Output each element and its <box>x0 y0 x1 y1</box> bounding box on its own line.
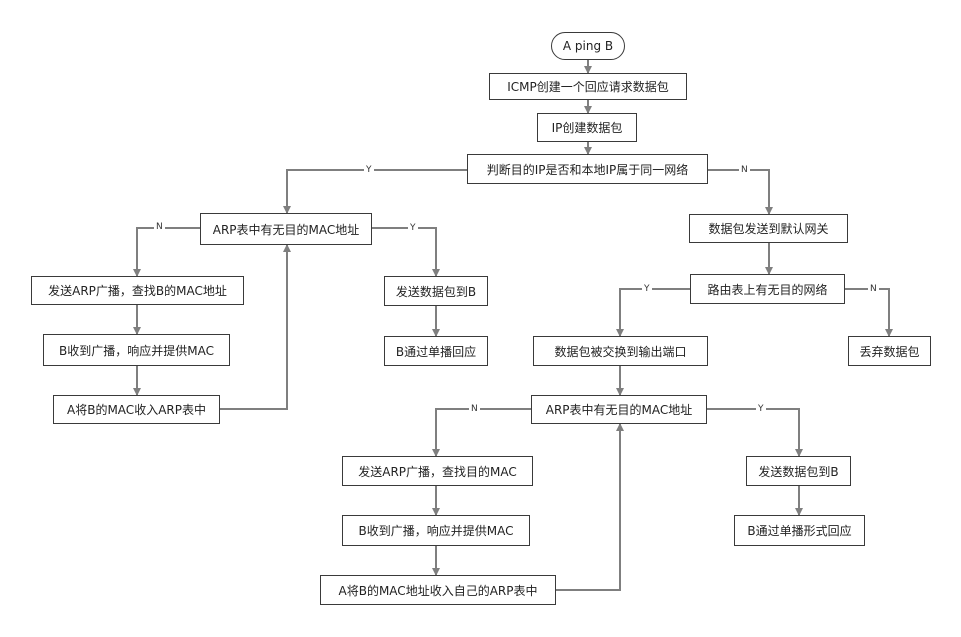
b-reply-left-node: B通过单播回应 <box>384 336 488 366</box>
edge-label-judge-yes: Y <box>364 165 374 175</box>
edge-arpright-sendpkt <box>707 408 803 457</box>
edge-label-route-no: N <box>868 284 879 294</box>
edge-label-route-yes: Y <box>642 284 652 294</box>
edge-arpright-sendarp <box>432 408 531 457</box>
switch-node: 数据包被交换到输出端口 <box>533 336 708 366</box>
judge-node: 判断目的IP是否和本地IP属于同一网络 <box>467 154 708 184</box>
send-pkt-right-node: 发送数据包到B <box>746 456 851 486</box>
a-add-left-node: A将B的MAC收入ARP表中 <box>53 395 220 424</box>
b-recv-right-node: B收到广播，响应并提供MAC <box>342 515 530 546</box>
edge-label-arpleft-no: N <box>154 222 165 232</box>
arp-right-node: ARP表中有无目的MAC地址 <box>531 395 707 424</box>
send-arp-left-node: 发送ARP广播，查找B的MAC地址 <box>31 276 244 305</box>
drop-node: 丢弃数据包 <box>848 336 931 366</box>
icmp-node: ICMP创建一个回应请求数据包 <box>489 73 687 100</box>
route-node: 路由表上有无目的网络 <box>690 274 845 304</box>
ip-node: IP创建数据包 <box>537 113 637 142</box>
arp-left-node: ARP表中有无目的MAC地址 <box>200 213 372 245</box>
start-node: A ping B <box>551 32 625 60</box>
edge-route-drop <box>845 288 893 337</box>
edge-aaddright-arpright <box>556 423 624 591</box>
a-add-right-node: A将B的MAC地址收入自己的ARP表中 <box>320 575 556 605</box>
edge-arpleft-sendpkt <box>372 227 440 277</box>
edge-judge-gateway <box>708 169 773 215</box>
send-pkt-left-node: 发送数据包到B <box>384 276 488 306</box>
send-arp-right-node: 发送ARP广播，查找目的MAC <box>342 456 533 486</box>
gateway-node: 数据包发送到默认网关 <box>689 214 848 243</box>
edge-label-judge-no: N <box>739 165 750 175</box>
edge-judge-arpleft <box>283 169 467 214</box>
b-recv-left-node: B收到广播，响应并提供MAC <box>43 334 230 366</box>
edge-label-arpleft-yes: Y <box>408 223 418 233</box>
b-reply-right-node: B通过单播形式回应 <box>734 515 865 546</box>
edge-label-arpright-no: N <box>469 404 480 414</box>
edge-label-arpright-yes: Y <box>756 404 766 414</box>
edge-route-switch <box>616 288 690 337</box>
edge-aadd-arpleft <box>220 244 291 410</box>
edge-arpleft-sendarp <box>133 227 200 277</box>
